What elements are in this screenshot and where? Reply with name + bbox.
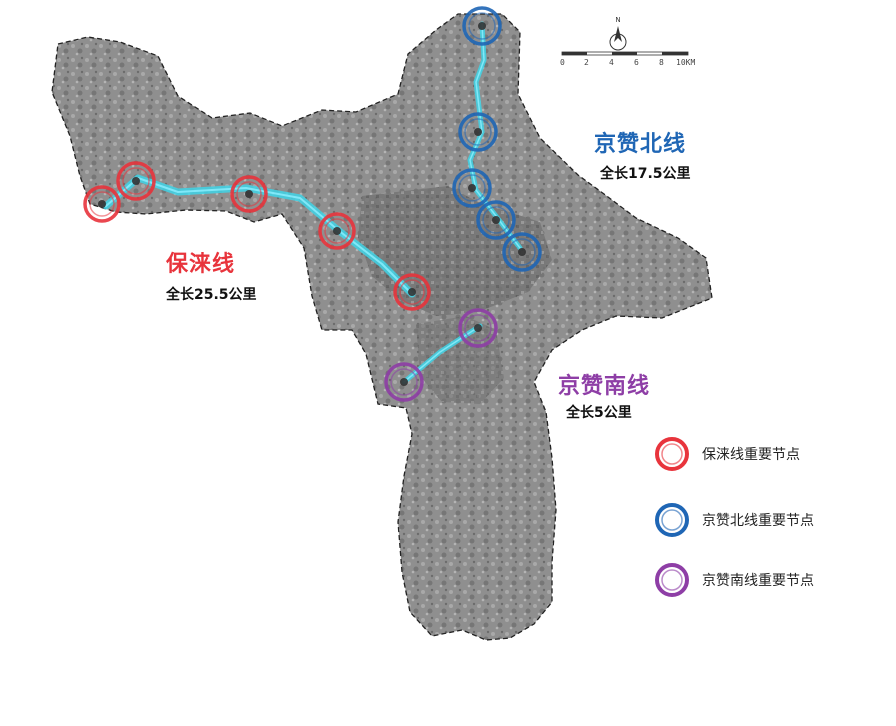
- trail-layer: [102, 21, 523, 385]
- baolai-trail-glow: [105, 177, 413, 295]
- jingzan-north-node[interactable]: [476, 200, 516, 240]
- north-label: N: [615, 16, 620, 24]
- scale-tick-label: 6: [634, 58, 639, 67]
- legend-item-baolai: 保涞线重要节点: [652, 434, 800, 474]
- baolai-node[interactable]: [393, 273, 431, 311]
- purple-ring-icon: [655, 563, 689, 597]
- scale-tick-label: 2: [584, 58, 589, 67]
- red-ring-icon: [655, 437, 689, 471]
- jingzan-north-node[interactable]: [452, 168, 492, 208]
- legend-item-jingzan-north: 京赞北线重要节点: [652, 500, 814, 540]
- jingzan-north-nodes: [452, 6, 542, 272]
- baolai-route-length: 全长25.5公里: [166, 287, 257, 303]
- jingzan-north-node[interactable]: [462, 6, 502, 46]
- jingzan-north-node[interactable]: [458, 112, 498, 152]
- county-boundary: [51, 13, 713, 641]
- jingzan-north-route-length: 全长17.5公里: [600, 166, 691, 182]
- legend-label: 京赞北线重要节点: [702, 513, 814, 529]
- baolai-node[interactable]: [230, 175, 268, 213]
- urban-area: [416, 316, 504, 404]
- jingzan-south-route-title: 京赞南线: [558, 374, 651, 399]
- legend-label: 京赞南线重要节点: [702, 573, 814, 589]
- scale-tick-label: 10KM: [676, 58, 696, 67]
- scale-tick-label: 0: [560, 58, 565, 67]
- baolai-node[interactable]: [318, 212, 356, 250]
- baolai-nodes: [83, 161, 431, 311]
- legend-label: 保涞线重要节点: [702, 447, 800, 463]
- legend-item-jingzan-south: 京赞南线重要节点: [652, 560, 814, 600]
- jingzan-south-route-length: 全长5公里: [566, 405, 632, 421]
- jingzan-south-node[interactable]: [458, 308, 498, 348]
- jingzan-south-node[interactable]: [384, 362, 424, 402]
- jingzan-north-route-title: 京赞北线: [594, 132, 687, 157]
- scale-tick-label: 4: [609, 58, 614, 67]
- urban-area: [358, 186, 552, 316]
- scale-tick-label: 8: [659, 58, 664, 67]
- jingzan-south-nodes: [384, 308, 498, 402]
- baolai-node[interactable]: [83, 185, 121, 223]
- baolai-route-title: 保涞线: [166, 252, 236, 277]
- scale-bar: [561, 51, 689, 56]
- jingzan-north-trail-glow: [469, 23, 521, 249]
- north-arrow-icon: N: [609, 16, 627, 51]
- jingzan-north-node[interactable]: [502, 232, 542, 272]
- blue-ring-icon: [655, 503, 689, 537]
- baolai-node[interactable]: [116, 161, 156, 201]
